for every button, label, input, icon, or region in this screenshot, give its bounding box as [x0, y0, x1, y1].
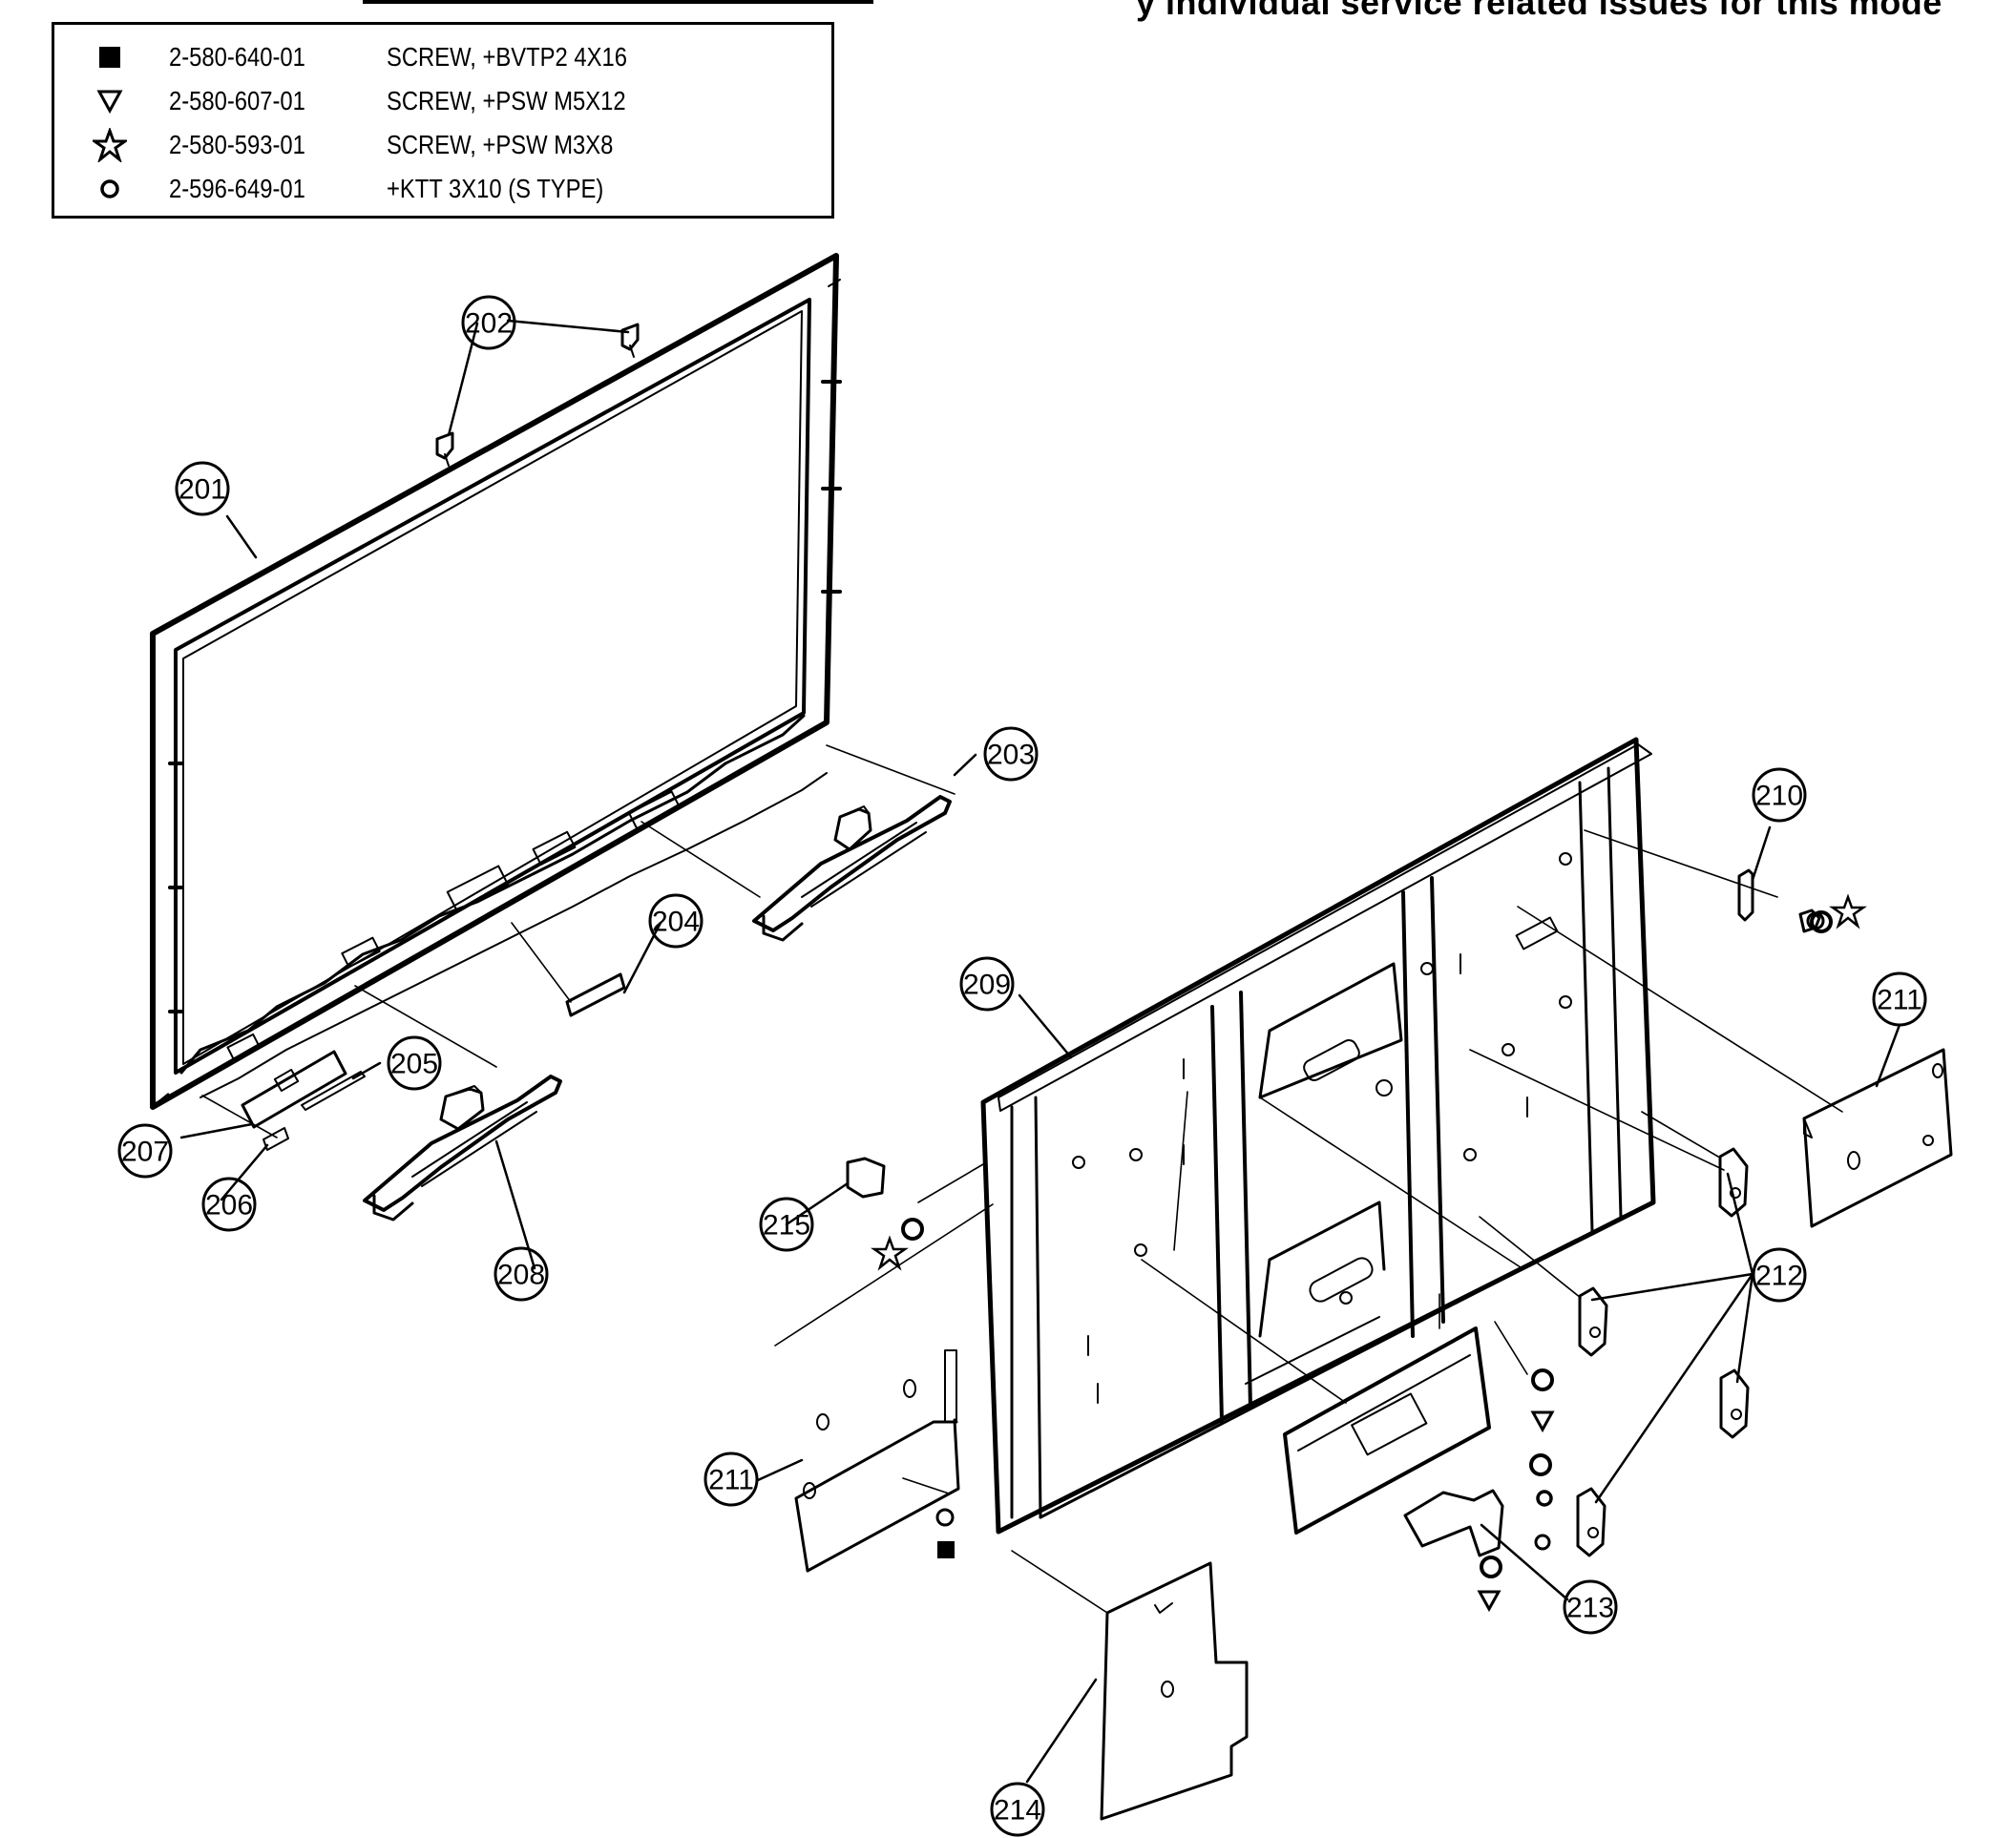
callout-number: 215	[763, 1210, 810, 1242]
legend-part-number: 2-580-593-01	[169, 130, 305, 159]
legend-row: 2-580-607-01 SCREW, +PSW M5X12	[54, 80, 831, 124]
callout-number: 208	[497, 1260, 545, 1291]
callout-leaders	[179, 319, 1901, 1784]
speaker-left-part	[363, 1075, 562, 1222]
terminal-bracket-part	[1283, 1326, 1551, 1557]
small-board-part	[565, 972, 626, 1017]
legend-description: SCREW, +PSW M3X8	[387, 130, 614, 159]
callout-number: 201	[178, 474, 226, 506]
legend-row: 2-580-640-01 SCREW, +BVTP2 4X16	[54, 36, 831, 80]
callout-number: 205	[390, 1049, 438, 1080]
callout-number: 202	[465, 308, 513, 340]
speaker-right-part	[752, 795, 952, 942]
open-triangle-down-icon	[1477, 1590, 1502, 1613]
callout-number: 211	[1877, 985, 1922, 1016]
bottom-shield-plate-part	[1100, 1561, 1249, 1821]
callout-circles	[117, 295, 1927, 1837]
main-chassis-part	[980, 737, 1656, 1535]
open-circle-icon	[100, 179, 119, 198]
screw-hardware	[935, 910, 1833, 1578]
screw-symbol-markers	[871, 893, 1867, 1613]
legend-part-number: 2-596-649-01	[169, 174, 305, 203]
callout-number: 214	[994, 1795, 1041, 1827]
open-star-icon	[93, 128, 127, 162]
bezel-clip-part	[435, 323, 640, 467]
open-star-icon	[1829, 893, 1867, 929]
legend-description: SCREW, +PSW M5X12	[387, 86, 626, 115]
legend-row: 2-580-593-01 SCREW, +PSW M3X8	[54, 124, 831, 168]
open-triangle-down-icon	[1530, 1410, 1555, 1433]
callout-number: 211	[708, 1465, 754, 1496]
legend-row: 2-596-649-01 +KTT 3X10 (S TYPE)	[54, 168, 831, 212]
screw-legend: 2-580-640-01 SCREW, +BVTP2 4X16 2-580-60…	[52, 22, 834, 219]
switch-assembly-part	[846, 1157, 924, 1241]
filled-square-icon	[99, 47, 120, 68]
callout-number: 204	[652, 907, 700, 938]
front-bezel-part	[150, 253, 842, 1110]
callout-number: 213	[1566, 1593, 1614, 1624]
assembly-guide-lines	[201, 744, 1843, 1614]
filled-square-icon	[937, 1541, 955, 1558]
legend-description: SCREW, +BVTP2 4X16	[387, 42, 627, 72]
legend-part-number: 2-580-607-01	[169, 86, 305, 115]
callout-number: 203	[987, 740, 1035, 771]
sensor-board-part	[301, 1071, 366, 1111]
callout-number: 212	[1755, 1261, 1803, 1292]
callout-number: 206	[205, 1190, 253, 1222]
open-triangle-down-icon	[96, 90, 123, 115]
callout-labels: 202 201 203 204 205 207 206 208 209 210 …	[121, 308, 1922, 1827]
callout-number: 209	[963, 970, 1011, 1001]
circuit-board-left-part	[794, 1349, 960, 1573]
legend-description: +KTT 3X10 (S TYPE)	[387, 174, 604, 203]
circuit-board-right-part	[1802, 1048, 1953, 1228]
callout-number: 210	[1755, 781, 1803, 812]
callout-number: 207	[121, 1137, 169, 1168]
open-star-icon	[871, 1235, 909, 1271]
open-circle-icon	[1536, 1490, 1553, 1507]
page-heading-partial: y individual service related issues for …	[1136, 0, 1942, 22]
hinge-bracket-part	[1576, 1147, 1750, 1557]
top-rule	[363, 0, 873, 4]
legend-part-number: 2-580-640-01	[169, 42, 305, 72]
